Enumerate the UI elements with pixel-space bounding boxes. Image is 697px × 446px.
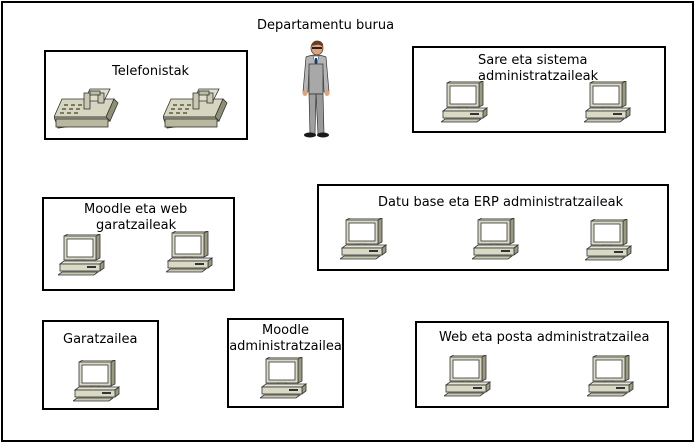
group-moodle-admin [227,318,344,408]
group-web-posta [415,321,669,408]
group-garatzailea-label: Garatzailea [63,332,138,347]
group-datu-base-erp [317,184,669,271]
telephone-icon [54,87,120,129]
group-sare-sistema-label-line2: administratzaileak [478,69,599,84]
computer-icon [58,234,106,276]
group-telefonistak-label: Telefonistak [112,64,190,79]
group-moodle-web-label-line1: Moodle eta web [84,202,188,217]
group-sare-sistema-label-line1: Sare eta sistema [478,53,588,68]
group-telefonistak [44,50,248,140]
group-garatzailea [42,320,159,410]
computer-icon [166,231,214,273]
computer-icon [585,219,633,261]
computer-icon [340,218,388,260]
computer-icon [441,81,489,123]
group-moodle-admin-label-line2: administratzailea [229,339,342,354]
computer-icon [260,357,308,399]
group-web-posta-label: Web eta posta administratzailea [439,330,650,345]
group-moodle-web [42,197,235,291]
group-moodle-web-label-line2: garatzaileak [96,218,177,233]
computer-icon [472,218,520,260]
computer-icon [73,360,121,402]
telephone-icon [163,87,229,129]
head-label: Departamentu burua [257,18,395,33]
group-datu-base-erp-label: Datu base eta ERP administratzaileak [378,195,624,210]
manager-person-icon [302,40,330,138]
group-sare-sistema [412,46,666,133]
computer-icon [587,355,635,397]
computer-icon [444,355,492,397]
computer-icon [584,81,632,123]
group-moodle-admin-label-line1: Moodle [262,323,309,338]
